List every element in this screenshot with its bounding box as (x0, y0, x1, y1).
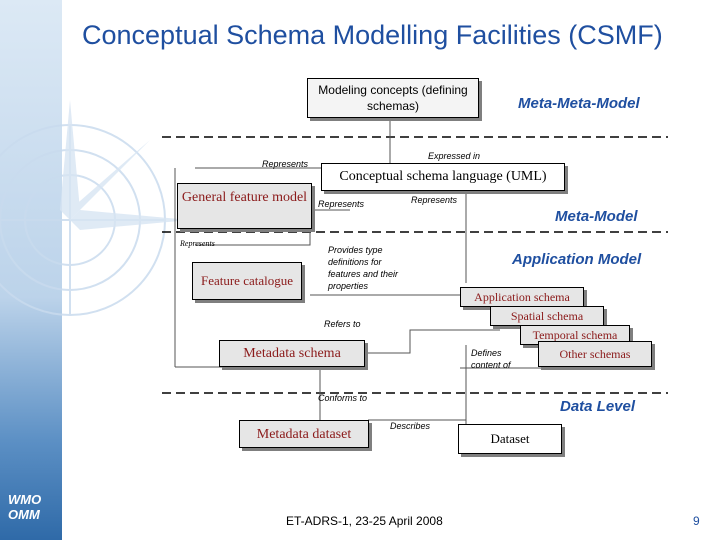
box-feature-catalogue: Feature catalogue (192, 262, 302, 300)
level-data: Data Level (560, 398, 636, 415)
box-application-schema: Application schema (460, 287, 584, 307)
slide-title: Conceptual Schema Modelling Facilities (… (82, 20, 663, 50)
wmo-logo-line1: WMO (8, 492, 42, 507)
un-emblem-watermark (0, 100, 190, 316)
label-refers-to: Refers to (324, 319, 361, 329)
wmo-logo: WMO OMM (8, 492, 41, 522)
box-temporal-schema: Temporal schema (520, 325, 630, 345)
box-general-feature-model: General feature model (177, 183, 312, 229)
label-represents-top: Represents (262, 159, 309, 169)
wmo-logo-line2: OMM (8, 507, 40, 522)
level-application-model: Application Model (512, 251, 642, 268)
box-metadata-dataset: Metadata dataset (239, 420, 369, 448)
box-spatial-schema: Spatial schema (490, 306, 604, 326)
level-meta-model: Meta-Model (555, 208, 638, 225)
label-describes: Describes (390, 421, 431, 431)
label-represents-gfm: Represents (180, 239, 215, 248)
label-expressed-in: Expressed in (428, 151, 481, 161)
box-other-schemas: Other schemas (538, 341, 652, 367)
label-represents-mid-right: Represents (411, 195, 458, 205)
label-provides-type-definitions: Provides type definitions for features a… (328, 245, 399, 291)
label-conforms-to: Conforms to (318, 393, 368, 403)
level-meta-meta-model: Meta-Meta-Model (518, 95, 640, 112)
page-number: 9 (693, 514, 700, 528)
box-conceptual-schema-language: Conceptual schema language (UML) (321, 163, 565, 191)
box-modeling-concepts: Modeling concepts (defining schemas) (307, 78, 479, 118)
box-metadata-schema: Metadata schema (219, 340, 365, 367)
label-represents-mid-left: Represents (318, 199, 365, 209)
sidebar-band (0, 0, 62, 540)
label-defines-content-of: Defines content of (471, 348, 511, 370)
box-dataset: Dataset (458, 424, 562, 454)
footer-event: ET-ADRS-1, 23-25 April 2008 (286, 514, 443, 528)
